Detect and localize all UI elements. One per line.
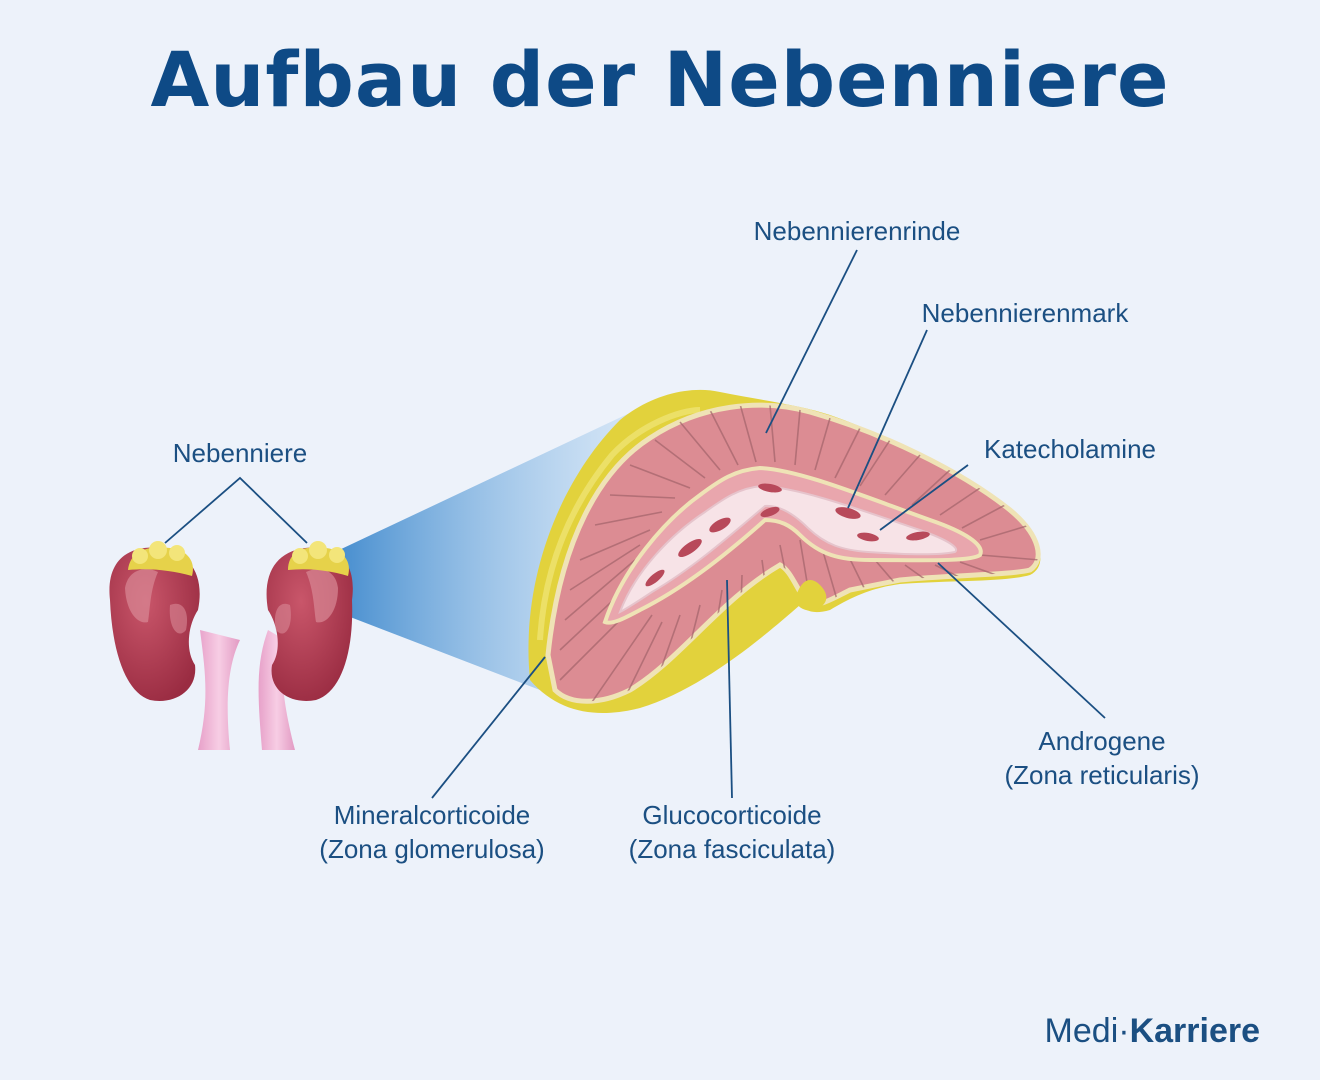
leader-mineral [431,656,546,799]
right-kidney-illustration [258,541,353,750]
label-glucocorticoide: Glucocorticoide(Zona fasciculata) [628,800,836,864]
leader-gluco [726,579,733,799]
leader-androgene [937,562,1106,719]
label-nebennierenmark: Nebennierenmark [921,298,1129,328]
leader-rinde [765,249,858,434]
leader-katecholamine [879,464,969,531]
label-mineralcorticoide: Mineralcorticoide(Zona glomerulosa) [319,800,545,864]
label-nebenniere: Nebenniere [172,438,308,468]
label-katecholamine: Katecholamine [984,434,1156,464]
leader-mark [847,329,928,509]
leader-nebenniere [164,476,308,544]
leader-lines [164,249,1106,799]
left-kidney-illustration [109,541,240,750]
label-nebennierenrinde: Nebennierenrinde [753,216,961,246]
adrenal-cross-section [528,389,1041,713]
medi-karriere-logo: Medi·Karriere [1044,1012,1260,1050]
page-title: Aufbau der Nebenniere [150,35,1170,124]
label-androgene: Androgene(Zona reticularis) [1004,726,1200,790]
